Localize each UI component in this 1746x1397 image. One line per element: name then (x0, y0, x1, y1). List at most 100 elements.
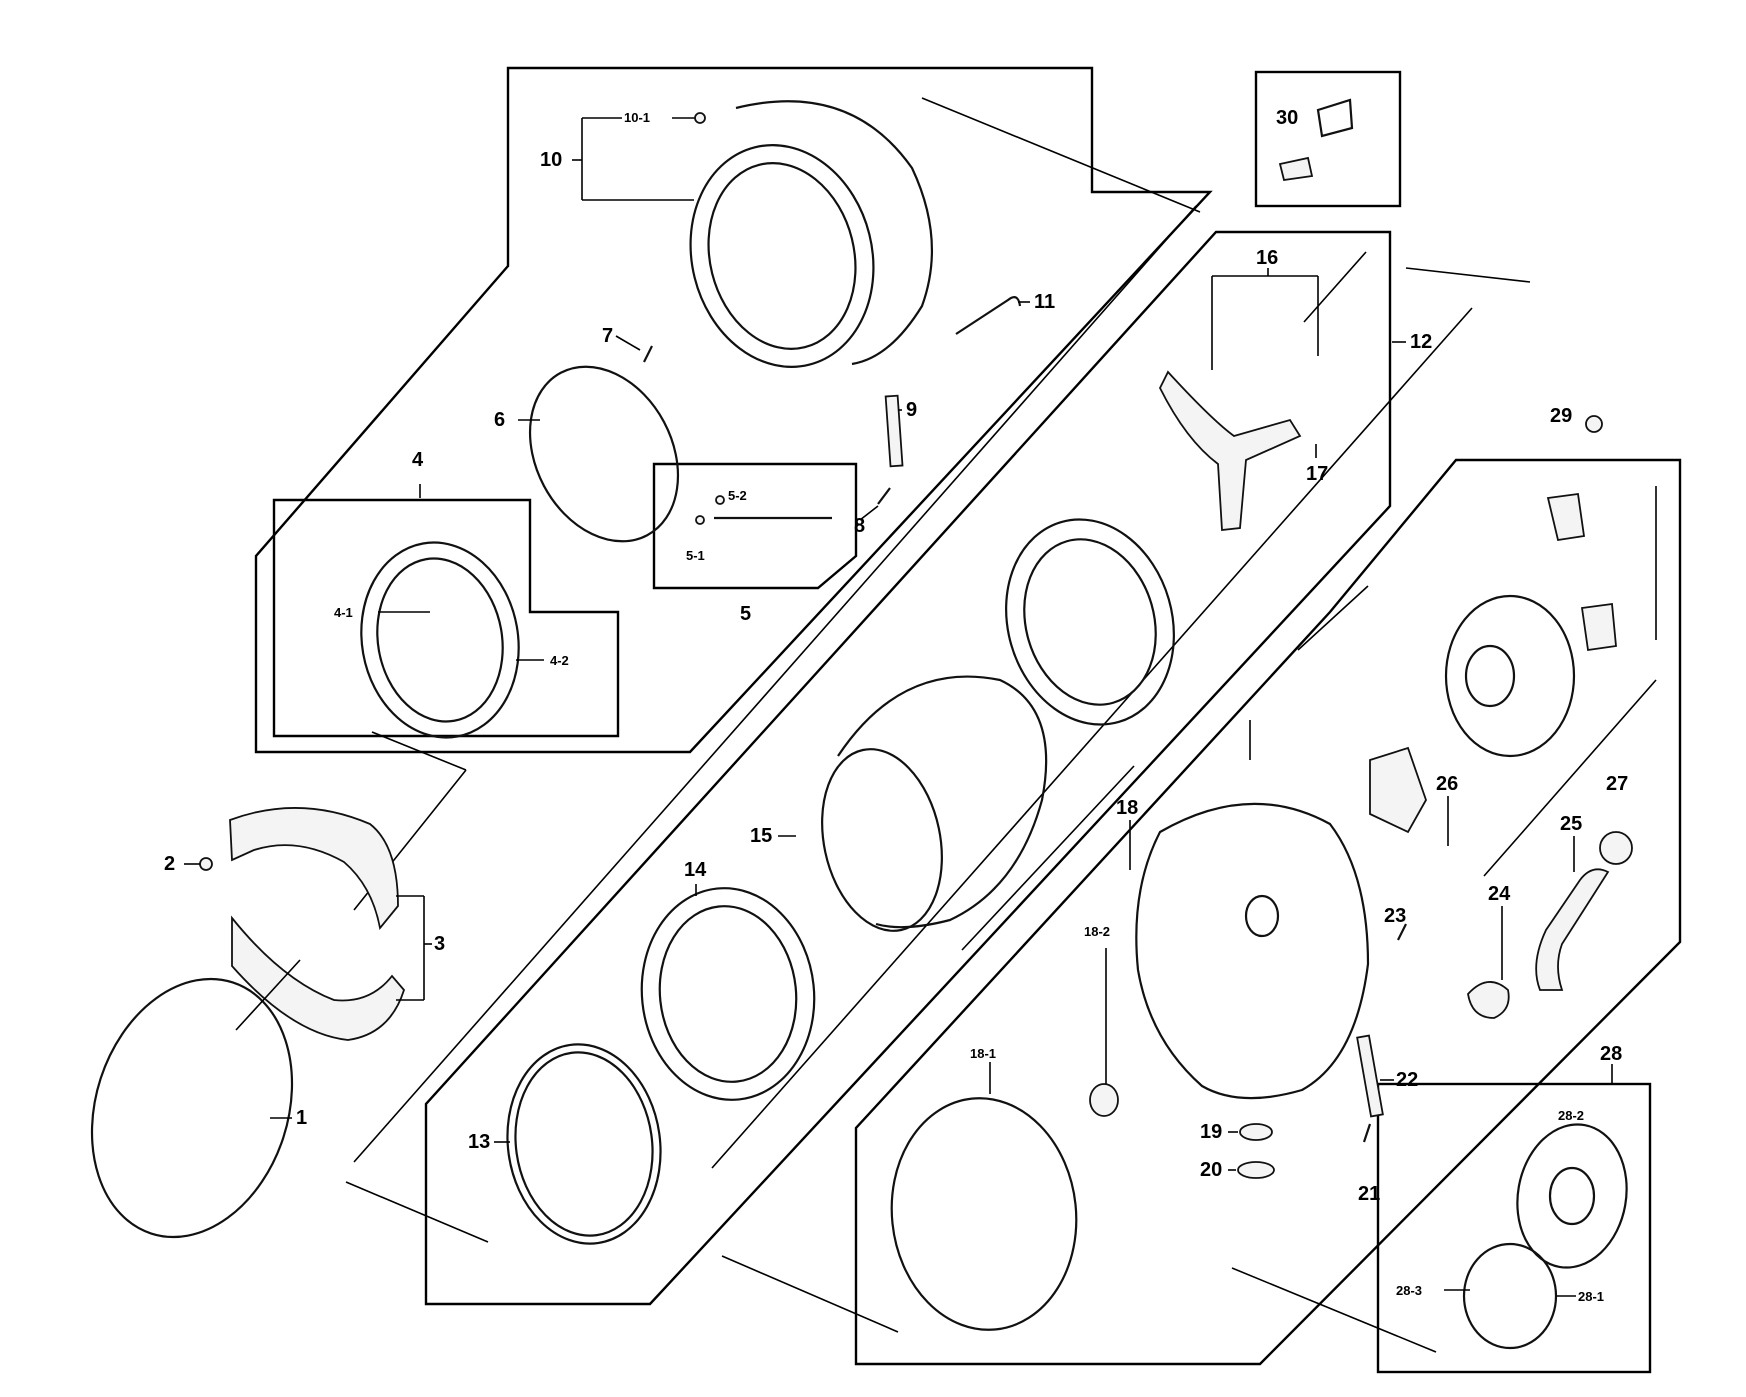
part-25-hose (1535, 868, 1610, 991)
part-2-screw (199, 857, 213, 871)
guide-line (1231, 1267, 1437, 1353)
part-22-damper (1356, 1034, 1384, 1118)
part-30-heater-clip (1278, 156, 1314, 182)
guide-line (345, 1181, 489, 1243)
part-10-1-nut (694, 112, 706, 124)
guide-line (961, 765, 1135, 951)
guide-line (353, 205, 1197, 1163)
guide-line (921, 97, 1201, 213)
label-3: 3 (434, 933, 445, 955)
drum-basket-front-rim (821, 748, 943, 932)
label-4: 4 (412, 449, 424, 471)
motor-bracket-upper (1546, 492, 1586, 542)
drum-back-plate-inner (1023, 538, 1157, 706)
label-24: 24 (1488, 883, 1511, 905)
label-22: 22 (1396, 1069, 1418, 1091)
label-5: 5 (740, 603, 751, 625)
part-7-damper-pin (643, 345, 653, 363)
guide-line (371, 731, 467, 771)
label-12: 12 (1410, 331, 1432, 353)
part-29-clip (1585, 415, 1603, 433)
guide-line (1297, 585, 1369, 651)
heater-group-30-outline (1254, 70, 1402, 208)
part-5-1-bushing (695, 515, 705, 525)
drum-basket (837, 675, 1048, 929)
rear-tub-group-outline (854, 458, 1682, 1366)
label-6: 6 (494, 409, 505, 431)
part-14-drum-front-ring-inner (658, 905, 798, 1083)
part-28-2-pulley (1516, 1123, 1628, 1269)
part-5-2-bushing (715, 495, 725, 505)
label-5-2: 5-2 (728, 488, 747, 503)
drum-back-plate (1005, 518, 1175, 726)
label-19: 19 (1200, 1121, 1222, 1143)
motor-bracket-lower (1580, 602, 1617, 652)
guide-line (1303, 251, 1367, 323)
part-6-door-glass (528, 365, 680, 543)
door-group-4-outline (272, 498, 620, 738)
part-18-1-gasket (890, 1097, 1078, 1331)
part-4-door-ring-inner (376, 557, 504, 723)
part-9-damper (884, 394, 904, 468)
label-2: 2 (164, 853, 175, 875)
part-13-ring (506, 1043, 662, 1245)
part-14-drum-front-ring (640, 887, 816, 1101)
part-13-ring-inner (514, 1051, 654, 1237)
label-27: 27 (1606, 773, 1628, 795)
label-26: 26 (1436, 773, 1458, 795)
part-10-front-tub-body (735, 100, 933, 366)
label-9: 9 (906, 399, 917, 421)
label-4-1: 4-1 (334, 605, 353, 620)
part-23-screw (1397, 923, 1407, 941)
label-23: 23 (1384, 905, 1406, 927)
part-10-front-tub-inner (707, 162, 857, 350)
guide-line (1405, 267, 1531, 283)
leader-7 (615, 335, 641, 351)
label-29: 29 (1550, 405, 1572, 427)
guide-line (1483, 679, 1657, 877)
label-17: 17 (1306, 463, 1328, 485)
guide-line (235, 959, 301, 1031)
label-1: 1 (296, 1107, 307, 1129)
part-19-clamp (1239, 1123, 1273, 1141)
guide-line (721, 1255, 899, 1333)
label-18: 18 (1116, 797, 1138, 819)
part-16-spider (1158, 370, 1302, 531)
part-20-clamp (1237, 1161, 1275, 1179)
part-28-1-rotor (1462, 1242, 1558, 1350)
part-18-rear-tub (1135, 802, 1370, 1100)
label-30: 30 (1276, 107, 1298, 129)
motor-stator-plate (1444, 594, 1576, 758)
part-4-door-ring (360, 541, 520, 739)
label-28-3: 28-3 (1396, 1283, 1422, 1298)
part-11-hose (955, 296, 1022, 335)
label-11: 11 (1034, 291, 1055, 313)
drum-group-outline (424, 230, 1392, 1306)
label-18-2: 18-2 (1084, 924, 1110, 939)
part-18-2-damper-disc (1089, 1083, 1119, 1117)
sub-group-5-outline (652, 462, 858, 590)
part-24-cap (1467, 981, 1510, 1019)
part-3-clamp-lower (231, 915, 406, 1041)
part-28-2-pulley-hub (1548, 1166, 1596, 1226)
part-27-seal (1599, 831, 1633, 865)
label-28: 28 (1600, 1043, 1622, 1065)
label-5-1: 5-1 (686, 548, 705, 563)
part-1-gasket-ring (90, 977, 294, 1239)
label-8: 8 (854, 515, 865, 537)
label-14: 14 (684, 859, 707, 881)
label-15: 15 (750, 825, 772, 847)
label-28-2: 28-2 (1558, 1108, 1584, 1123)
label-4-2: 4-2 (550, 653, 569, 668)
label-13: 13 (468, 1131, 490, 1153)
label-20: 20 (1200, 1159, 1222, 1181)
label-16: 16 (1256, 247, 1278, 269)
part-30-heater (1316, 98, 1354, 138)
leader-8 (859, 505, 879, 521)
guide-line (711, 307, 1473, 1169)
part-21-pin (1362, 1123, 1372, 1143)
part-26-motor-bracket (1369, 746, 1427, 834)
front-tub-group-outline (254, 66, 1213, 754)
label-25: 25 (1560, 813, 1582, 835)
